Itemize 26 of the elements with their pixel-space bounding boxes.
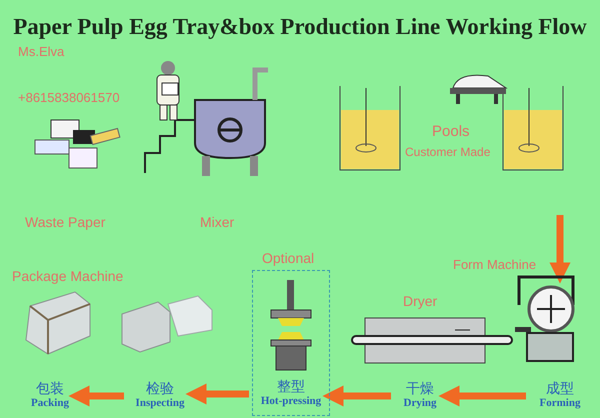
stage-label-chinese: 检验: [145, 381, 175, 397]
stage-label: Drying: [402, 397, 438, 410]
stage-label-chinese: 整型: [276, 379, 306, 395]
stage-label: Hot-pressing: [260, 395, 322, 408]
stage-label: Inspecting: [134, 397, 186, 410]
machine-label: Form Machine: [453, 257, 536, 272]
arrow: [550, 215, 570, 284]
label: Pools: [432, 123, 470, 140]
label: Dryer: [403, 293, 438, 309]
stage-label: Forming: [538, 397, 582, 410]
label: Ms.Elva: [18, 44, 64, 59]
stage-label-chinese: 包装: [35, 381, 65, 397]
group-heading: Optional: [262, 250, 314, 266]
label: +8615838061570: [18, 90, 120, 105]
stage-label-chinese: 干燥: [405, 381, 435, 397]
arrow: [438, 386, 526, 406]
title: Paper Pulp Egg Tray&box Production Line Working Flow: [12, 14, 588, 40]
arrow: [186, 384, 249, 404]
label: Mixer: [200, 214, 234, 230]
arrow: [68, 386, 124, 406]
label: Customer Made: [405, 145, 490, 159]
stage-label-chinese: 成型: [545, 381, 575, 397]
arrow: [322, 386, 391, 406]
label: Waste Paper: [25, 214, 106, 230]
label: Package Machine: [12, 268, 124, 284]
stage-label: Packing: [30, 397, 70, 410]
